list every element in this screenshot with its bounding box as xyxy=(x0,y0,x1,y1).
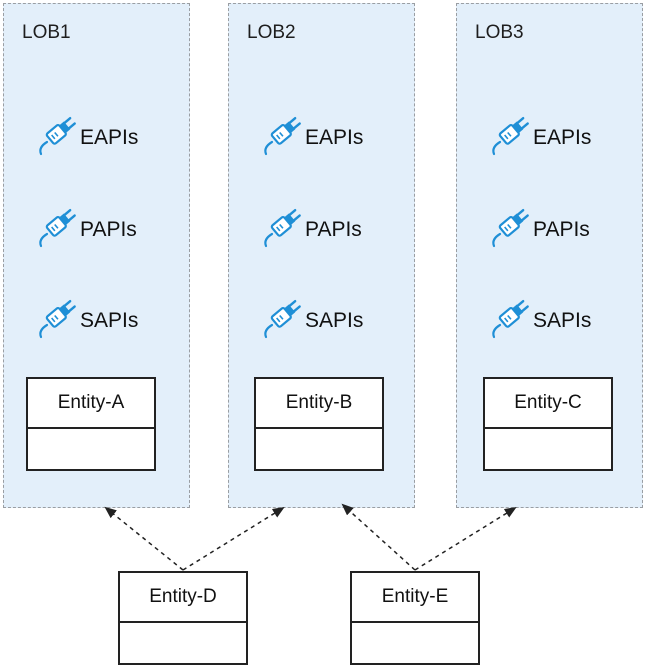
entity-name: Entity-A xyxy=(28,379,154,429)
entity-name: Entity-B xyxy=(256,379,382,429)
api-label: PAPIs xyxy=(533,218,590,241)
api-label: SAPIs xyxy=(533,309,592,332)
api-label: EAPIs xyxy=(533,126,592,149)
arrow-d-to-lob2 xyxy=(182,506,285,571)
api-label: EAPIs xyxy=(305,126,364,149)
entity-e-box: Entity-E xyxy=(350,571,480,665)
arrow-e-to-lob3 xyxy=(414,506,517,571)
api-item-papis: PAPIs xyxy=(261,206,411,250)
api-item-sapis: SAPIs xyxy=(261,297,411,341)
entity-a-box: Entity-A xyxy=(26,377,156,471)
api-item-papis: PAPIs xyxy=(489,206,639,250)
api-item-eapis: EAPIs xyxy=(36,114,186,158)
entity-name: Entity-E xyxy=(352,573,478,623)
api-label: PAPIs xyxy=(305,218,362,241)
lob-title: LOB2 xyxy=(247,22,296,43)
api-label: SAPIs xyxy=(305,309,364,332)
api-item-sapis: SAPIs xyxy=(489,297,639,341)
api-label: EAPIs xyxy=(80,126,139,149)
entity-name: Entity-C xyxy=(485,379,611,429)
api-item-eapis: EAPIs xyxy=(261,114,411,158)
api-item-sapis: SAPIs xyxy=(36,297,186,341)
arrow-e-to-lob2 xyxy=(341,503,416,571)
api-label: SAPIs xyxy=(80,309,139,332)
entity-c-box: Entity-C xyxy=(483,377,613,471)
lob-title: LOB3 xyxy=(475,22,524,43)
api-item-papis: PAPIs xyxy=(36,206,186,250)
lob-title: LOB1 xyxy=(22,22,71,43)
entity-name: Entity-D xyxy=(120,573,246,623)
entity-d-box: Entity-D xyxy=(118,571,248,665)
api-label: PAPIs xyxy=(80,218,137,241)
arrow-d-to-lob1 xyxy=(104,506,184,571)
entity-b-box: Entity-B xyxy=(254,377,384,471)
api-item-eapis: EAPIs xyxy=(489,114,639,158)
